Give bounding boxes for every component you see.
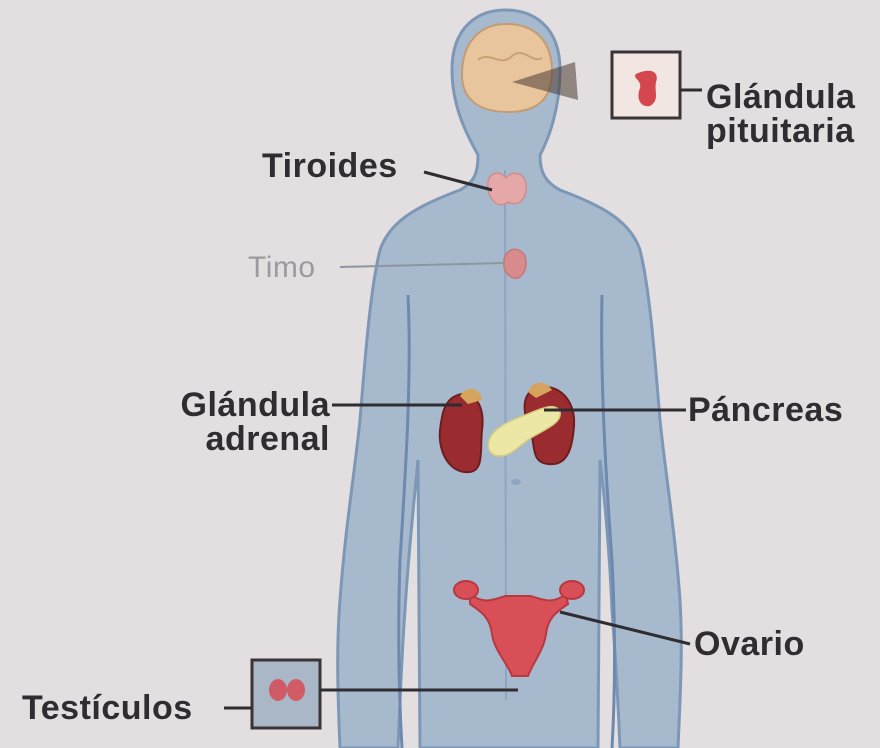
label-adrenal-line1: Glándula bbox=[160, 388, 330, 422]
thymus-gland bbox=[504, 249, 526, 278]
label-testicles: Testículos bbox=[22, 690, 193, 726]
thyroid-gland bbox=[488, 173, 526, 205]
label-thyroid: Tiroides bbox=[262, 148, 398, 184]
brain bbox=[462, 24, 552, 112]
label-pituitary: Glándula pituitaria bbox=[706, 80, 855, 148]
label-pituitary-line2: pituitaria bbox=[706, 114, 855, 148]
label-thymus: Timo bbox=[248, 250, 316, 286]
right-ovary bbox=[560, 581, 584, 599]
label-pituitary-line1: Glándula bbox=[706, 80, 855, 114]
left-testicle bbox=[269, 679, 287, 701]
label-adrenal-line2: adrenal bbox=[160, 422, 330, 456]
right-testicle bbox=[287, 679, 305, 701]
navel bbox=[511, 479, 521, 485]
label-pancreas: Páncreas bbox=[688, 392, 843, 428]
label-ovary: Ovario bbox=[694, 626, 805, 662]
left-ovary bbox=[454, 581, 478, 599]
label-adrenal: Glándula adrenal bbox=[160, 388, 330, 456]
